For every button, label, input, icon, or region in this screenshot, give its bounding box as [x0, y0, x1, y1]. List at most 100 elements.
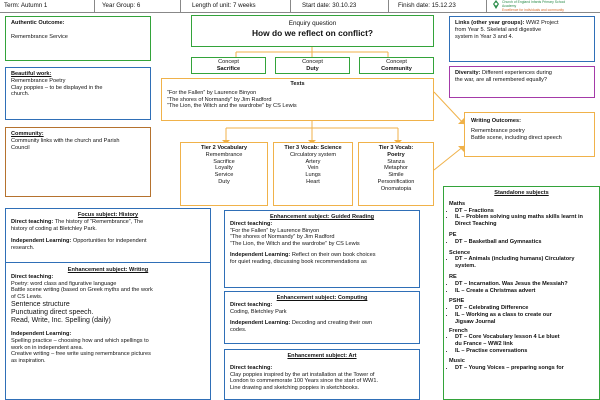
vocab-word: Circulatory system: [289, 151, 336, 158]
vocab-word: Heart: [306, 178, 320, 185]
links-title: Links (other year groups):: [455, 20, 525, 26]
focus-history-title: Focus subject: History: [77, 212, 139, 218]
art-title: Enhancement subject: Art: [287, 353, 357, 359]
beautiful-work-line: Clay poppies – to be displayed in the: [11, 84, 103, 91]
writing-big-line: Punctuating direct speech.: [11, 308, 94, 316]
focus-history-box: Focus subject: History Direct teaching: …: [5, 208, 211, 400]
vocab-word: Duty: [218, 178, 230, 185]
beautiful-work-box: Beautiful work: Remembrance Poetry Clay …: [5, 67, 151, 120]
reading-item: “For the Fallen” by Laurence Binyon: [230, 227, 320, 234]
tier3-poetry-box: Tier 3 Vocab: Poetry Stanza Metaphor Sim…: [358, 142, 434, 206]
vocab-word: Sacrifice: [213, 158, 235, 165]
subject-label-re: RE: [449, 273, 457, 280]
subject-label-french: French: [449, 327, 468, 334]
subject-item: du France – WW2 link: [455, 341, 513, 348]
length-label: Length of unit: 7 weeks: [192, 2, 256, 9]
year-group-label: Year Group: 6: [102, 2, 141, 9]
concept-name: Sacrifice: [216, 65, 241, 72]
subject-item: IL – Practise conversations: [455, 348, 594, 355]
vocab-word: Vein: [307, 165, 319, 172]
authentic-outcome-box: Authentic Outcome: Remembrance Service: [5, 16, 151, 61]
subject-item: DT – Basketball and Gymnastics: [455, 239, 594, 246]
art-line: Clay poppies inspired by the art install…: [230, 371, 375, 378]
authentic-outcome-title: Authentic Outcome:: [11, 20, 65, 26]
writing-outcome-item: Remembrance poetry: [471, 127, 525, 134]
diversity-text: the war, are all remembered equally?: [455, 76, 548, 83]
enquiry-label: Enquiry question: [288, 20, 337, 27]
writing-outcomes-title: Writing Outcomes:: [471, 118, 521, 124]
tier3-science-box: Tier 3 Vocab: Science Circulatory system…: [273, 142, 353, 206]
tier3-science-title: Tier 3 Vocab: Science: [284, 145, 342, 151]
subject-item: system.: [455, 263, 476, 270]
authentic-outcome-text: Remembrance Service: [11, 33, 68, 40]
subject-item: DT – Celebrating Difference: [455, 305, 594, 312]
writing-line: Poetry: word class and figurative langua…: [11, 280, 117, 287]
vocab-word: Service: [214, 172, 234, 179]
beautiful-work-line: Remembrance Poetry: [11, 77, 66, 84]
computing-direct-text: Coding, Bletchley Park: [230, 308, 287, 315]
beautiful-work-line: church.: [11, 91, 30, 98]
subject-item: IL – Create a Christmas advert: [455, 288, 594, 295]
community-line: Community links with the church and Pari…: [11, 137, 120, 144]
writing-independent-line: Creative writing – free write using reme…: [11, 351, 151, 358]
subject-label-music: Music: [449, 357, 465, 364]
enquiry-question: How do we reflect on conflict?: [252, 28, 373, 38]
writing-independent-line: work on in independent area.: [11, 344, 84, 351]
links-text: system in Year 3 and 4.: [455, 33, 514, 40]
vocab-word: Loyalty: [215, 165, 233, 172]
art-box: Enhancement subject: Art Direct teaching…: [224, 349, 420, 400]
direct-teaching-label: Direct teaching:: [11, 273, 54, 280]
subject-item: DT – Core Vocabulary lesson 4 Le bluet: [455, 334, 594, 341]
school-logo-text: Church of England Infants Primary School…: [502, 0, 566, 12]
standalone-subjects-box: Standalone subjects Maths DT – Fractions…: [443, 186, 600, 400]
subject-item: DT – Incarnation. Was Jesus the Messiah?: [455, 281, 594, 288]
concept-name: Duty: [306, 65, 319, 72]
community-line: Council: [11, 144, 30, 151]
reading-item: “The Lion, the Witch and the wardrobe” b…: [230, 241, 360, 248]
independent-learning-label: Independent Learning:: [230, 251, 291, 258]
subject-label-science: Science: [449, 249, 471, 256]
links-text: from Year 5. Skeletal and digestive: [455, 26, 542, 33]
community-box: Community: Community links with the chur…: [5, 127, 151, 197]
subject-label-maths: Maths: [449, 200, 466, 207]
computing-independent-text: codes.: [230, 327, 247, 334]
writing-independent-line: as inspiration.: [11, 358, 46, 365]
vocab-word: Lungs: [305, 172, 321, 179]
unit-header: Term: Autumn 1 Year Group: 6 Length of u…: [0, 0, 600, 13]
reading-item: “The shores of Normandy” by Jim Radford: [230, 234, 335, 241]
subject-item: Jigsaw Journal: [455, 318, 496, 325]
independent-learning-label: Independent Learning:: [11, 330, 72, 337]
direct-teaching-label: Direct teaching:: [230, 220, 273, 227]
text-item: “For the Fallen” by Laurence Binyon: [167, 89, 257, 96]
computing-independent-text: Decoding and creating their own: [290, 320, 373, 327]
independent-learning-label: Independent Learning:: [11, 238, 72, 245]
texts-title: Texts: [290, 81, 305, 87]
subject-label-pe: PE: [449, 231, 457, 238]
concept-label: Concept: [386, 59, 407, 65]
term-label: Term: Autumn 1: [4, 2, 48, 9]
links-box: Links (other year groups): WW2 Project f…: [449, 16, 595, 62]
school-logo-icon: [493, 0, 499, 9]
vocab-word: Metaphor: [384, 165, 408, 172]
vocab-word: Personification: [377, 178, 415, 185]
reading-independent-text: Reflect on their own book choices: [290, 251, 376, 258]
reading-independent-text: for quiet reading, discussing book recom…: [230, 258, 367, 265]
diversity-box: Diversity: Different experiences during …: [449, 66, 595, 98]
art-line: London to commemorate 100 Years since th…: [230, 378, 378, 385]
diversity-text: Different experiences during: [480, 70, 552, 76]
concept-label: Concept: [218, 59, 239, 65]
writing-big-line: Sentence structure: [11, 300, 70, 308]
writing-big-line: Read, Write, Inc. Spelling (daily): [11, 316, 111, 324]
concept-box-community: Concept Community: [359, 57, 434, 74]
writing-title: Enhancement subject: Writing: [67, 266, 149, 273]
beautiful-work-title: Beautiful work:: [11, 71, 52, 77]
direct-teaching-label: Direct teaching:: [11, 218, 54, 225]
writing-line: of CS Lewis.: [11, 294, 43, 301]
tier2-title: Tier 2 Vocabulary: [200, 145, 248, 151]
guided-reading-title: Enhancement subject: Guided Reading: [269, 214, 375, 220]
guided-reading-box: Enhancement subject: Guided Reading Dire…: [224, 210, 420, 288]
independent-learning-label: Independent Learning:: [230, 320, 291, 327]
subject-item: IL – Problem solving using maths skills …: [455, 214, 594, 221]
art-line: Line drawing and sketching poppies in sk…: [230, 385, 360, 392]
computing-box: Enhancement subject: Computing Direct te…: [224, 291, 420, 344]
